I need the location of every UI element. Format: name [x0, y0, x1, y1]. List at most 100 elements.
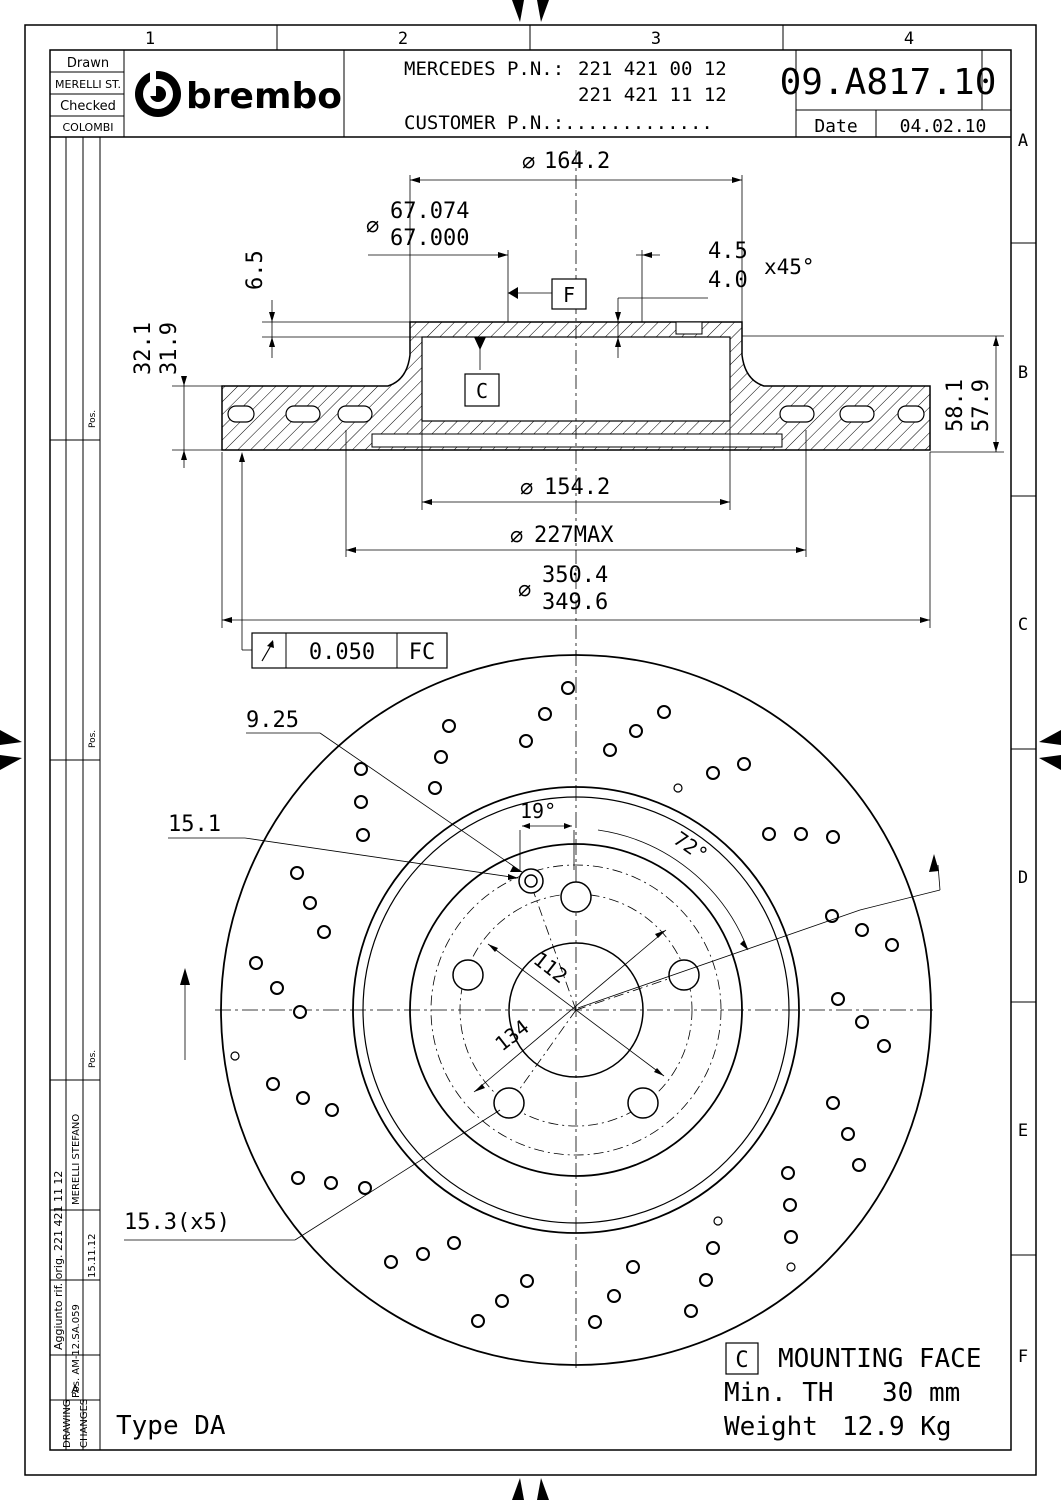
center-mark-left — [0, 755, 22, 770]
dim-chamfer-max: 4.5 — [708, 239, 748, 264]
type-label: Type DA — [116, 1411, 226, 1441]
weight-label: Weight — [724, 1412, 818, 1442]
dimension-arrowheads — [181, 177, 999, 623]
dim-154-2-symbol: ⌀ — [520, 475, 533, 500]
oem-pn-2: 221 421 11 12 — [578, 84, 727, 106]
dim-6-5: 6.5 — [243, 250, 268, 290]
dim-227-symbol: ⌀ — [510, 523, 523, 548]
brembo-logo-text: brembo — [186, 76, 342, 117]
cooling-vanes — [227, 405, 925, 423]
dim-total-max: 58.1 — [943, 379, 968, 432]
frame-row-label: E — [1018, 1121, 1028, 1141]
drilled-holes — [249, 681, 899, 1329]
frame-row-label: C — [1018, 615, 1028, 635]
revision-ref: Pos. AM-12.SA.059 — [71, 1304, 82, 1398]
frame-row-label: A — [1018, 131, 1028, 151]
datum-f: F — [563, 283, 575, 307]
small-holes — [230, 783, 796, 1272]
dim-od-symbol: ⌀ — [518, 577, 531, 602]
frame-row-label: B — [1018, 363, 1028, 383]
pos-label: Pos. — [88, 410, 98, 428]
revision-date: 15.11.12 — [87, 1233, 98, 1278]
mounting-face-text: MOUNTING FACE — [778, 1344, 982, 1374]
face-dimension-lines — [124, 732, 941, 1241]
dim-134: 134 — [490, 1015, 533, 1056]
dim-15-3-x5: 15.3(x5) — [124, 1210, 230, 1235]
dim-od-max: 350.4 — [542, 563, 608, 588]
bolt-hole — [452, 959, 484, 991]
dim-15-1: 15.1 — [168, 812, 221, 837]
dim-hat-max: 32.1 — [131, 322, 156, 375]
center-mark-top — [512, 0, 524, 22]
dim-164-2: 164.2 — [544, 149, 610, 174]
customer-pn-label: CUSTOMER P.N.:............. — [404, 112, 713, 134]
revision-author: MERELLI STEFANO — [71, 1114, 82, 1205]
mounting-face-datum: C — [735, 1348, 748, 1373]
runout-value: 0.050 — [309, 640, 375, 665]
oem-pn-1: 221 421 00 12 — [578, 58, 727, 80]
runout-arrow-icon — [267, 640, 274, 648]
bolt-hole — [627, 1087, 659, 1119]
checked-by: COLOMBI — [62, 121, 113, 134]
dim-chamfer-min: 4.0 — [708, 268, 748, 293]
dim-bore-min: 67.000 — [390, 226, 469, 251]
revision-strip — [50, 137, 101, 1450]
oem-pn-label: MERCEDES P.N.: — [404, 58, 564, 80]
frame-col-label: 4 — [904, 29, 914, 49]
center-mark-bottom — [512, 1478, 524, 1500]
center-mark-left — [0, 730, 22, 745]
dim-bore-max: 67.074 — [390, 199, 469, 224]
pos-label: Pos. — [88, 730, 98, 748]
mounting-face-box — [725, 1342, 759, 1375]
date-label: Date — [814, 116, 857, 137]
center-mark-bottom — [537, 1478, 549, 1500]
section-dimension-lines — [172, 175, 1004, 651]
face-arrowheads — [180, 823, 939, 1092]
weight-value: 12.9 Kg — [842, 1412, 952, 1442]
dim-od-min: 349.6 — [542, 590, 608, 615]
pos-label: Pos. — [88, 1050, 98, 1068]
drawn-label: Drawn — [67, 56, 109, 71]
dim-9-25: 9.25 — [246, 708, 299, 733]
frame-row-label: D — [1018, 868, 1028, 888]
runout-tolerance-frame — [251, 632, 448, 669]
bolt-hole — [560, 881, 592, 913]
center-mark-top — [537, 0, 549, 22]
min-th-label: Min. TH — [724, 1378, 834, 1408]
center-mark-right — [1039, 755, 1061, 770]
title-block — [50, 50, 1011, 138]
brembo-logo: brembo — [135, 70, 342, 117]
datum-c-box — [464, 373, 500, 407]
dim-164-2-symbol: ⌀ — [522, 149, 535, 174]
dim-chamfer-angle: x45° — [764, 255, 815, 279]
center-mark-right — [1039, 730, 1061, 745]
part-number: 09.A817.10 — [780, 62, 997, 103]
wheel-bolt-holes — [452, 881, 700, 1119]
date-value: 04.02.10 — [900, 116, 987, 137]
frame-col-label: 3 — [651, 29, 661, 49]
dim-72-deg: 72° — [669, 826, 712, 866]
min-th-value: 30 mm — [882, 1378, 960, 1408]
changes-label: CHANGES — [79, 1399, 90, 1448]
frame-col-label: 2 — [398, 29, 408, 49]
datum-c: C — [476, 379, 488, 403]
locating-pin-hole — [518, 868, 544, 894]
frame-row-label: F — [1018, 1347, 1028, 1367]
dim-19-deg: 19° — [520, 799, 556, 823]
revision-change-text: Aggiunto rif. orig. 221 421 11 12 — [52, 1171, 65, 1350]
revision-letter: A — [71, 1383, 79, 1396]
runout-datum: FC — [409, 640, 436, 665]
bolt-hole — [493, 1087, 525, 1119]
dim-hat-min: 31.9 — [157, 322, 182, 375]
checked-label: Checked — [60, 99, 116, 114]
drawing-label: DRAWING — [62, 1399, 73, 1448]
datum-f-box — [551, 278, 587, 310]
dim-154-2: 154.2 — [544, 475, 610, 500]
bolt-hole — [668, 959, 700, 991]
dim-227-max: 227MAX — [534, 523, 614, 548]
frame-col-label: 1 — [145, 29, 155, 49]
drawn-by: MERELLI ST. — [55, 78, 121, 91]
dim-total-min: 57.9 — [969, 379, 994, 432]
